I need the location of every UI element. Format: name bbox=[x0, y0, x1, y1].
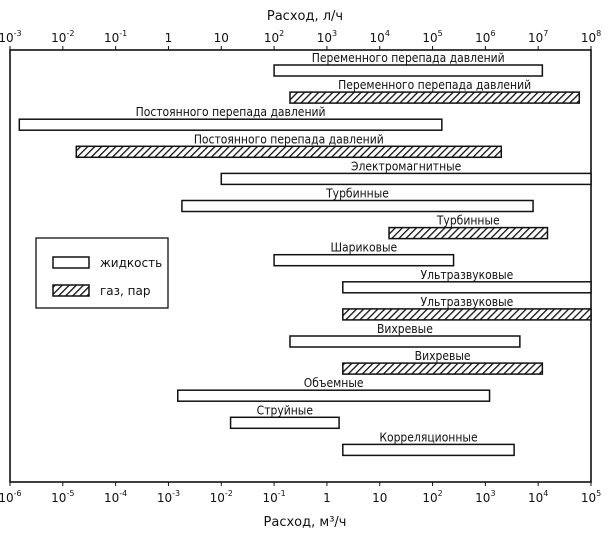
bottom-axis-tick-label: 105 bbox=[581, 489, 601, 505]
top-axis-tick-label: 10-1 bbox=[104, 29, 127, 45]
bar-liquid bbox=[229, 416, 340, 430]
bar-liquid bbox=[342, 443, 515, 457]
top-axis-tick-label: 102 bbox=[264, 29, 284, 45]
legend: жидкость газ, пар bbox=[35, 237, 169, 309]
bar-label: Вихревые bbox=[415, 349, 471, 363]
bar-label: Корреляционные bbox=[379, 430, 478, 444]
top-axis-tick-label: 105 bbox=[422, 29, 442, 45]
top-axis-tick-label: 108 bbox=[581, 29, 601, 45]
legend-swatch-gas bbox=[52, 284, 90, 297]
top-axis-ticks: 10-3 10-2 10-1 1 10 102 103 104 105 106 107 108 bbox=[0, 29, 601, 50]
bottom-axis-tick-label: 10-6 bbox=[0, 489, 22, 505]
legend-label-gas: газ, пар bbox=[100, 284, 150, 298]
top-axis-tick-label: 107 bbox=[528, 29, 548, 45]
bar-label: Струйные bbox=[257, 403, 314, 417]
bar-gas bbox=[75, 145, 503, 159]
bar-liquid bbox=[273, 253, 455, 267]
bar-label: Вихревые bbox=[377, 322, 433, 336]
bar-label: Шариковые bbox=[330, 241, 397, 255]
bottom-axis-tick-label: 10-5 bbox=[51, 489, 74, 505]
top-axis-tick-label: 103 bbox=[317, 29, 337, 45]
bottom-axis-tick-label: 1 bbox=[323, 491, 331, 505]
top-axis-tick-label: 10 bbox=[214, 31, 229, 45]
top-axis-tick-label: 10-3 bbox=[0, 29, 22, 45]
bar-label: Переменного перепада давлений bbox=[338, 78, 531, 92]
bar-label: Объемные bbox=[304, 376, 364, 390]
bar-label: Турбинные bbox=[436, 214, 500, 228]
bar-gas bbox=[289, 91, 581, 104]
bar-gas bbox=[388, 226, 549, 240]
bar-liquid bbox=[342, 281, 592, 294]
bottom-axis-tick-label: 10-3 bbox=[157, 489, 180, 505]
bar-label: Ультразвуковые bbox=[421, 268, 514, 282]
bottom-axis-tick-label: 10-4 bbox=[104, 489, 127, 505]
bottom-axis-title: Расход, м³/ч bbox=[264, 515, 347, 530]
bar-liquid bbox=[177, 389, 491, 402]
bar-liquid bbox=[18, 118, 443, 131]
bar-label: Постоянного перепада давлений bbox=[136, 105, 326, 119]
bar-label: Ультразвуковые bbox=[421, 295, 514, 309]
top-axis-title: Расход, л/ч bbox=[267, 9, 343, 24]
bottom-axis-tick-label: 104 bbox=[528, 489, 548, 505]
bar-label: Электромагнитные bbox=[351, 159, 462, 173]
bar-liquid bbox=[220, 172, 592, 186]
plot-frame bbox=[9, 49, 592, 483]
bottom-axis-ticks: 10-6 10-5 10-4 10-3 10-2 10-1 1 10 102 103 104 105 bbox=[0, 482, 601, 505]
top-axis-tick-label: 1 bbox=[165, 31, 173, 45]
bottom-axis-tick-label: 102 bbox=[422, 489, 442, 505]
bar-gas bbox=[342, 362, 544, 375]
top-axis-tick-label: 106 bbox=[475, 29, 495, 45]
bar-label: Переменного перепада давлений bbox=[312, 51, 505, 65]
bar-liquid bbox=[181, 199, 534, 213]
top-axis-tick-label: 104 bbox=[370, 29, 390, 45]
legend-swatch-liquid bbox=[52, 256, 90, 269]
bar-group: Переменного перепада давленийПеременного… bbox=[18, 51, 592, 457]
bar-liquid bbox=[289, 335, 521, 348]
bar-label: Постоянного перепада давлений bbox=[194, 132, 384, 146]
bar-gas bbox=[342, 308, 592, 321]
bar-liquid bbox=[273, 64, 544, 77]
bottom-axis-tick-label: 10 bbox=[372, 491, 387, 505]
bar-label: Турбинные bbox=[325, 187, 389, 201]
top-axis-tick-label: 10-2 bbox=[51, 29, 74, 45]
legend-label-liquid: жидкость bbox=[100, 256, 162, 270]
bottom-axis-tick-label: 10-2 bbox=[210, 489, 233, 505]
bottom-axis-tick-label: 103 bbox=[475, 489, 495, 505]
bottom-axis-tick-label: 10-1 bbox=[262, 489, 285, 505]
